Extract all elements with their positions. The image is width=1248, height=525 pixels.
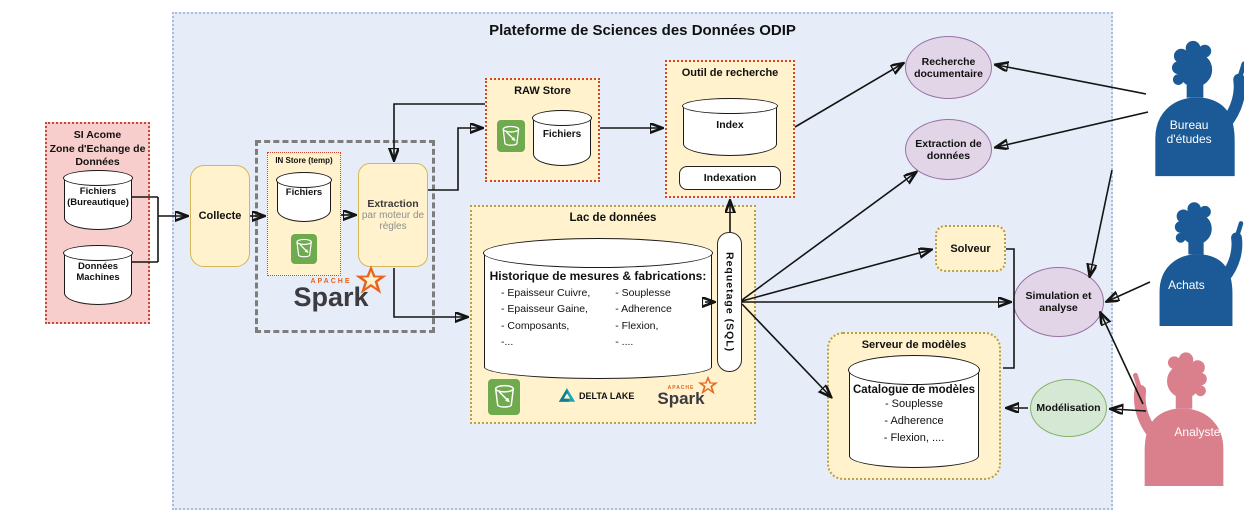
extraction-donnees-node: Extraction de données — [905, 119, 992, 180]
si-acome-title: SI Acome Zone d'Echange de Données — [49, 129, 146, 169]
actor-bureau-etudes: Bureau d'études — [1146, 36, 1247, 178]
historique-items: - Epaisseur Cuivre, - Epaisseur Gaine, -… — [485, 283, 711, 350]
catalogue-items: - Souplesse - Adherence - Flexion, .... — [850, 396, 978, 447]
recherche-documentaire-node: Recherche documentaire — [905, 36, 992, 99]
person-silhouette-icon — [1155, 40, 1247, 177]
list-item: - Souplesse — [615, 287, 671, 299]
bucket-icon — [497, 120, 525, 152]
collecte-node: Collecte — [190, 165, 250, 267]
list-item: -... — [501, 335, 514, 348]
solveur-node: Solveur — [935, 225, 1006, 272]
list-item: - Souplesse — [884, 398, 944, 410]
person-silhouette-icon — [1133, 352, 1224, 487]
delta-lake-logo: DELTA LAKE — [558, 387, 634, 404]
cylinder-historique: Historique de mesures & fabrications: - … — [483, 238, 713, 379]
modelisation-node: Modélisation — [1030, 379, 1107, 437]
cylinder-index: Index — [682, 98, 778, 156]
cylinder-in-store-fichiers: Fichiers — [276, 172, 332, 222]
list-item: - Adherence — [884, 415, 944, 428]
list-item: - .... — [615, 335, 634, 348]
spark-star-icon — [697, 375, 719, 395]
list-item: - Flexion, — [615, 319, 659, 332]
cylinder-catalogue-modeles: Catalogue de modèles - Souplesse - Adher… — [848, 355, 980, 468]
delta-triangle-icon — [558, 388, 576, 402]
actor-analyste: Analyste — [1128, 350, 1240, 487]
bucket-icon — [291, 234, 317, 264]
list-item: - Composants, — [501, 319, 570, 332]
list-item: - Flexion, .... — [883, 432, 945, 445]
cylinder-raw-fichiers: Fichiers — [532, 110, 592, 166]
cylinder-fichiers-bureautique: Fichiers (Bureautique) — [63, 170, 133, 230]
page-title: Plateforme de Sciences des Données ODIP — [489, 22, 796, 39]
spark-star-icon — [355, 265, 387, 294]
list-item: - Epaisseur Gaine, — [501, 303, 588, 316]
list-item: - Adherence — [615, 303, 672, 316]
indexation-node: Indexation — [679, 166, 781, 190]
bucket-icon — [488, 379, 520, 415]
simulation-analyse-node: Simulation et analyse — [1013, 267, 1104, 337]
list-item: - Epaisseur Cuivre, — [501, 287, 591, 299]
extraction-node: Extraction par moteur de règles — [358, 163, 428, 267]
apache-spark-logo: APACHE Spark — [286, 265, 387, 311]
person-silhouette-icon — [1159, 202, 1244, 327]
actor-achats: Achats — [1148, 200, 1244, 327]
apache-spark-logo: APACHE Spark — [652, 375, 719, 407]
cylinder-donnees-machines: Données Machines — [63, 245, 133, 305]
spark-processing-zone — [255, 140, 435, 333]
requetage-sql-node: Requetage (SQL) — [717, 232, 742, 372]
